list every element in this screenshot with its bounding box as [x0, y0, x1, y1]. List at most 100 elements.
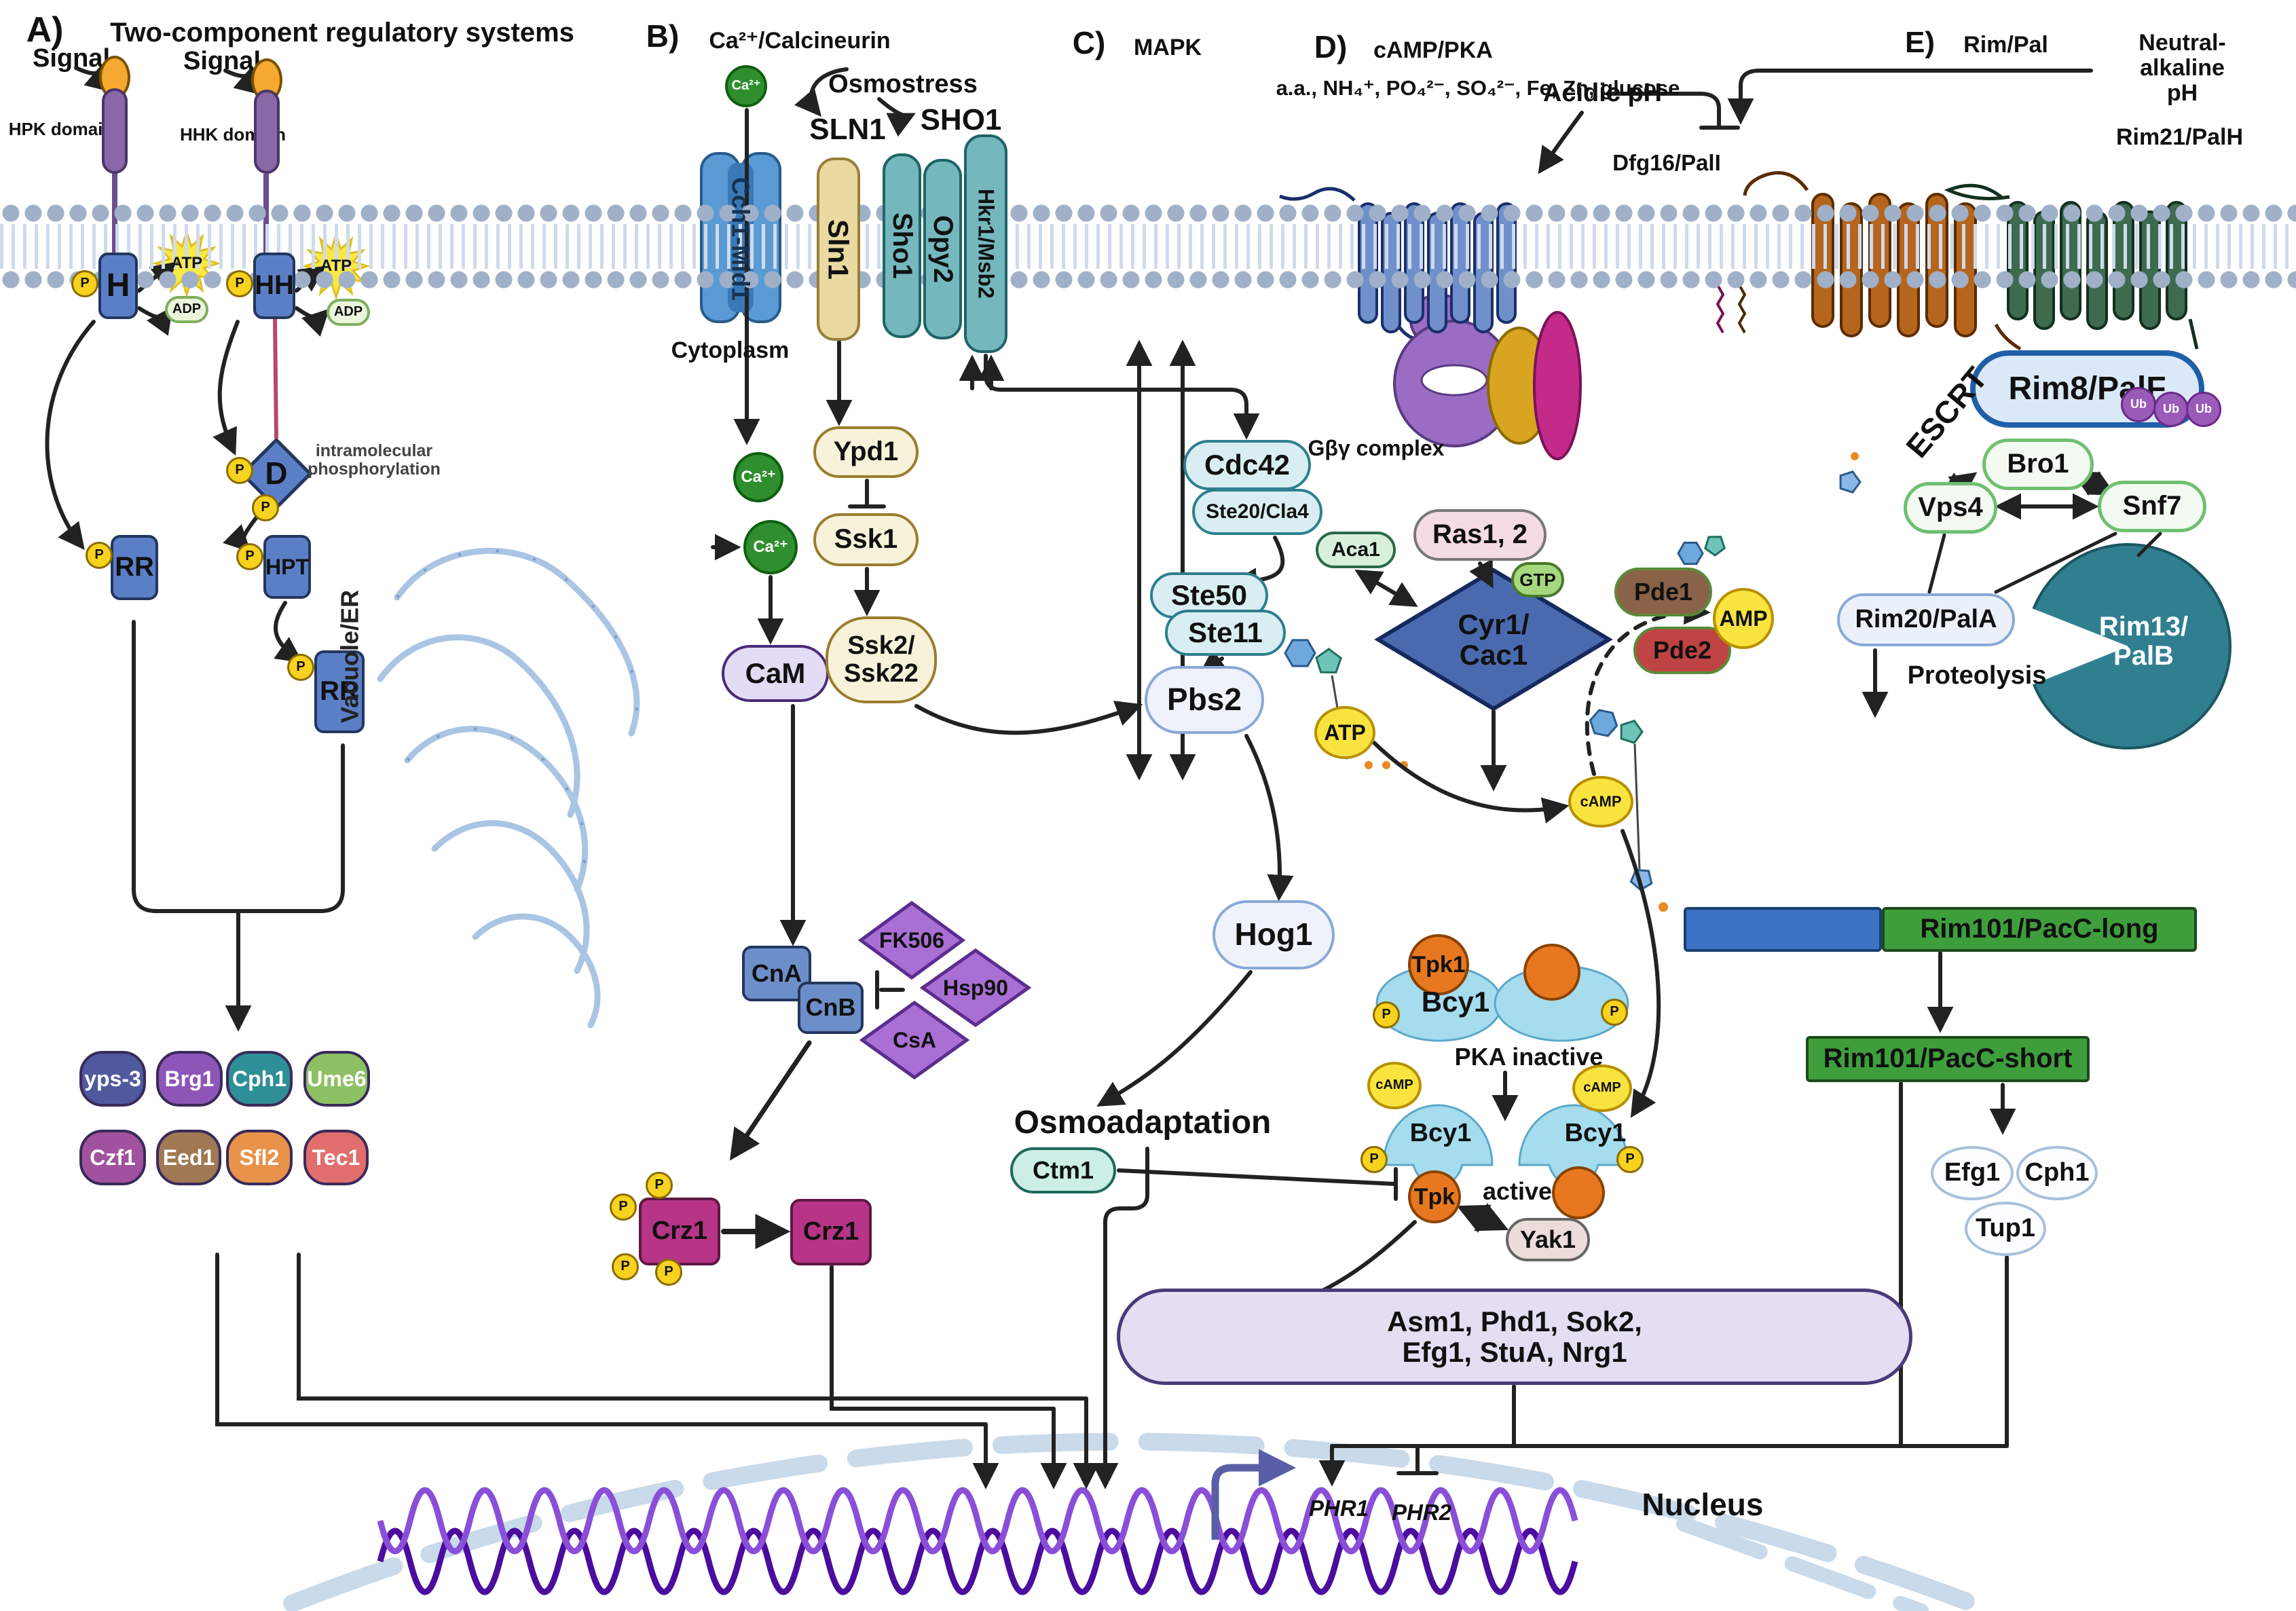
calcium-ion-3: Ca²⁺ [743, 520, 798, 574]
ubiquitin-3: Ub [2186, 392, 2221, 427]
opy2-receptor: Opy2 [923, 159, 962, 339]
tpk-subunit-2 [1523, 944, 1580, 1001]
receptor-rod-2 [254, 90, 280, 174]
calcineurin-a: CnA [742, 946, 811, 1001]
sln1-branch-label: SLN1 [809, 113, 886, 147]
nutrients-label: a.a., NH₄⁺, PO₄²⁻, SO₄²⁻, Fe, Zn, glucos… [1276, 76, 1680, 100]
tf-cph1: Cph1 [226, 1051, 293, 1107]
section-b-title: Ca²⁺/Calcineurin [709, 27, 891, 54]
phosphate-13: P [1601, 999, 1628, 1026]
neutral-alkaline-label: Neutral- alkaline pH [2138, 30, 2226, 106]
membrane-tails [0, 224, 2296, 269]
pde2: Pde2 [1633, 627, 1731, 674]
osmostress-label: Osmostress [828, 70, 978, 99]
osmoadaptation-label: Osmoadaptation [1014, 1104, 1272, 1141]
receptor-rod-1 [102, 88, 128, 174]
rim101-pacc-long: Rim101/PacC-long [1882, 907, 2197, 952]
calcium-ion-1: Ca²⁺ [725, 65, 767, 107]
hsp90-label: Hsp90 [942, 975, 1009, 1000]
cdc42: Cdc42 [1183, 440, 1311, 490]
intramolecular-label: intramolecular phosphorylation [308, 441, 441, 479]
dfg16-pali-label: Dfg16/PalI [1612, 150, 1721, 176]
bcy1-label-left: Bcy1 [1409, 1119, 1472, 1148]
section-c-title: MAPK [1133, 34, 1202, 60]
phosphate-7: P [287, 654, 314, 681]
atp-d: ATP [1314, 706, 1375, 759]
phosphate-2: P [226, 270, 253, 297]
aca1: Aca1 [1316, 532, 1396, 568]
hog1: Hog1 [1212, 900, 1335, 969]
tf-tec1: Tec1 [303, 1130, 369, 1185]
proteolysis-label: Proteolysis [1907, 661, 2047, 690]
membrane-inner-leaflet [0, 269, 2296, 291]
vps4: Vps4 [1904, 482, 1997, 534]
rim101-pacc-short: Rim101/PacC-short [1806, 1036, 2090, 1082]
nucleus-label: Nucleus [1642, 1487, 1764, 1523]
phosphate-5: P [86, 542, 113, 569]
receiver-domain-d: D [265, 456, 288, 492]
adp-pill-1: ADP [165, 296, 208, 323]
ssk1: Ssk1 [813, 513, 919, 566]
phr1-gene-label: PHR1 [1308, 1496, 1369, 1521]
csa-label: CsA [892, 1027, 936, 1052]
phosphate-10: P [612, 1253, 639, 1280]
gtp: GTP [1511, 562, 1564, 597]
snf7: Snf7 [2098, 481, 2206, 532]
phosphate-8: P [646, 1172, 673, 1199]
pde1: Pde1 [1614, 568, 1712, 616]
calmodulin: CaM [722, 645, 829, 702]
section-b-letter: B) [646, 18, 680, 54]
tf-eed1: Eed1 [156, 1130, 221, 1185]
cyr1-cac1-label: Cyr1/ Cac1 [1458, 608, 1530, 671]
amp: AMP [1713, 588, 1774, 649]
bcy1-label-right: Bcy1 [1564, 1119, 1627, 1148]
camp-right: cAMP [1572, 1064, 1632, 1112]
camp-left: cAMP [1367, 1062, 1422, 1109]
tup1-circle: Tup1 [1965, 1202, 2046, 1256]
camp-1: cAMP [1568, 776, 1633, 828]
efg1-circle: Efg1 [1931, 1146, 2014, 1200]
fk506-label: FK506 [878, 927, 945, 952]
bcy1-label-top: Bcy1 [1421, 986, 1490, 1018]
tf-yps3: yps-3 [79, 1051, 146, 1107]
tf-sfl2: Sfl2 [226, 1130, 293, 1185]
histidine-kinase-h: H [98, 253, 138, 319]
calcineurin-b: CnB [798, 982, 864, 1034]
yak1: Yak1 [1506, 1218, 1590, 1261]
gbg-complex-label: Gβγ complex [1308, 435, 1445, 460]
ste11: Ste11 [1165, 610, 1286, 656]
section-d-letter: D) [1314, 29, 1348, 65]
section-e-letter: E) [1905, 26, 1935, 60]
ypd1: Ypd1 [813, 426, 919, 478]
response-regulator-left: RR [111, 535, 158, 600]
phosphate-9: P [610, 1193, 637, 1221]
section-e-title: Rim/Pal [1963, 31, 2048, 58]
pbs2: Pbs2 [1145, 666, 1264, 734]
pka-inactive-label: PKA inactive [1454, 1042, 1604, 1071]
phosphate-6: P [236, 543, 263, 570]
cytoplasm-label: Cytoplasm [671, 337, 790, 363]
calcium-ion-2: Ca²⁺ [733, 452, 783, 502]
tpk-active: Tpk [1408, 1170, 1461, 1223]
cph1-circle: Cph1 [2016, 1146, 2098, 1200]
phr2-gene-label: PHR2 [1391, 1500, 1452, 1525]
section-c-letter: C) [1072, 25, 1106, 61]
pacc-long-blue-segment [1684, 907, 1882, 952]
ssk2-ssk22: Ssk2/ Ssk22 [826, 616, 937, 703]
tf-brg1: Brg1 [156, 1051, 223, 1107]
ste20-cla4: Ste20/Cla4 [1192, 489, 1322, 535]
vacuole-er-label: Vacuole/ER [335, 589, 364, 724]
atp-label-1: ATP [170, 254, 203, 273]
active-label: active [1482, 1177, 1553, 1205]
response-regulator-right: RR [314, 650, 365, 733]
sln1-receptor: Sln1 [817, 158, 860, 341]
phosphate-11: P [655, 1259, 682, 1286]
phosphate-4: P [252, 494, 279, 521]
acidic-ph-label: Acidic pH [1542, 79, 1663, 108]
plasma-membrane [0, 202, 2296, 292]
crz1-phosphorylated: Crz1 [639, 1198, 720, 1265]
membrane-outer-leaflet [0, 202, 2296, 224]
tpk1: Tpk1 [1408, 934, 1469, 995]
cch1-mid1-label: Cch1-Mid1 [726, 177, 755, 301]
